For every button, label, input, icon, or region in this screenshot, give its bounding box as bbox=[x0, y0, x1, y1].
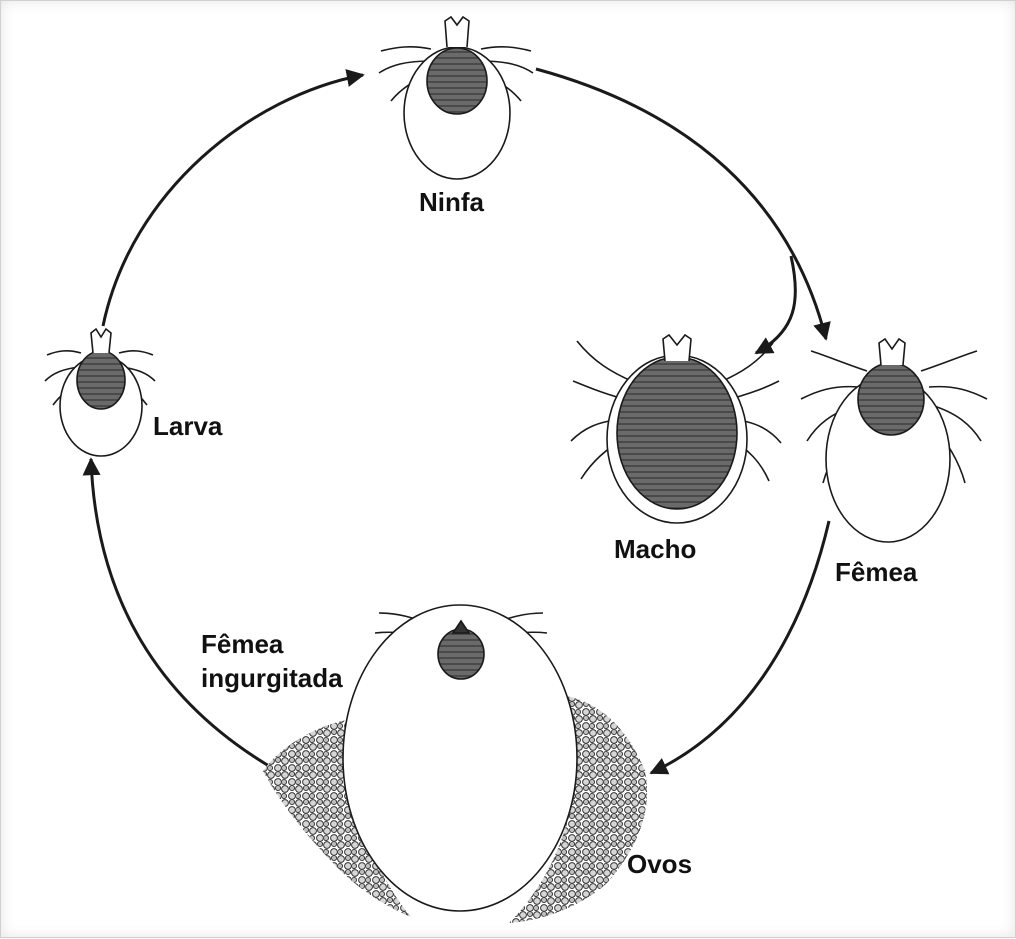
nymph-shield bbox=[427, 48, 487, 114]
engorged-female-shield bbox=[438, 629, 484, 679]
nymph-illustration bbox=[379, 17, 533, 179]
female-illustration bbox=[801, 339, 987, 542]
label-eggs: Ovos bbox=[627, 849, 692, 879]
female-shield bbox=[858, 363, 924, 435]
larva-shield bbox=[77, 351, 125, 409]
arrow-engorged-to-larva bbox=[91, 459, 269, 766]
larva-illustration bbox=[45, 329, 155, 456]
arrow-nymph-to-male bbox=[756, 256, 795, 353]
label-engorged-female-line1: Fêmea bbox=[201, 629, 283, 659]
label-larva: Larva bbox=[153, 411, 222, 441]
nymph-mouthparts bbox=[445, 17, 469, 47]
arrow-nymph-to-female bbox=[536, 69, 826, 339]
label-nymph: Ninfa bbox=[419, 187, 484, 217]
label-female: Fêmea bbox=[835, 557, 917, 587]
male-illustration bbox=[571, 335, 781, 523]
engorged-female-illustration bbox=[263, 605, 647, 923]
male-scutum bbox=[617, 357, 737, 509]
label-engorged-female-line2: ingurgitada bbox=[201, 663, 343, 693]
male-mouthparts bbox=[663, 335, 691, 361]
female-mouthparts bbox=[879, 339, 905, 365]
larva-mouthparts bbox=[91, 329, 111, 353]
arrow-larva-to-nymph bbox=[103, 75, 363, 326]
label-male: Macho bbox=[614, 534, 696, 564]
